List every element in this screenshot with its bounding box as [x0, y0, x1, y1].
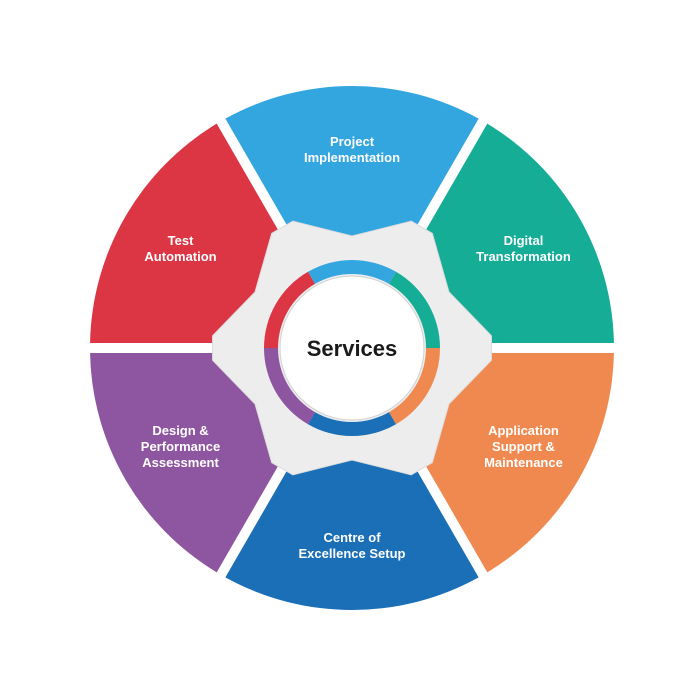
center-circle	[279, 275, 425, 421]
segment-label-line: Design &	[152, 423, 208, 438]
segment-label-line: Assessment	[142, 455, 219, 470]
center-title: Services	[307, 336, 398, 361]
segment-design-performance	[90, 353, 309, 573]
ring-arc-project-implementation	[308, 260, 396, 284]
segment-label-line: Implementation	[304, 150, 400, 165]
segment-label-line: Project	[330, 134, 375, 149]
segment-application-support	[395, 353, 614, 573]
segment-label-line: Transformation	[476, 249, 571, 264]
segment-test-automation	[90, 123, 309, 343]
center-color-ring	[264, 260, 440, 436]
ring-arc-centre-of-excellence	[308, 412, 396, 436]
segment-label-line: Support &	[492, 439, 555, 454]
segment-label-line: Performance	[141, 439, 220, 454]
segment-centre-of-excellence	[225, 417, 479, 611]
segment-digital-transformation	[395, 123, 614, 343]
segment-project-implementation	[225, 85, 479, 279]
segments-layer	[90, 85, 614, 611]
ring-arc-digital-transformation	[389, 271, 440, 348]
segment-label-line: Application	[488, 423, 559, 438]
segment-label-line: Automation	[144, 249, 216, 264]
ring-arc-application-support	[389, 348, 440, 425]
segment-label-line: Digital	[504, 233, 544, 248]
segment-label-line: Centre of	[323, 530, 381, 545]
ring-arc-design-performance	[264, 348, 315, 425]
segment-label-line: Test	[168, 233, 194, 248]
segment-label-line: Excellence Setup	[299, 546, 406, 561]
ring-arc-test-automation	[264, 271, 315, 348]
segment-label-line: Maintenance	[484, 455, 563, 470]
